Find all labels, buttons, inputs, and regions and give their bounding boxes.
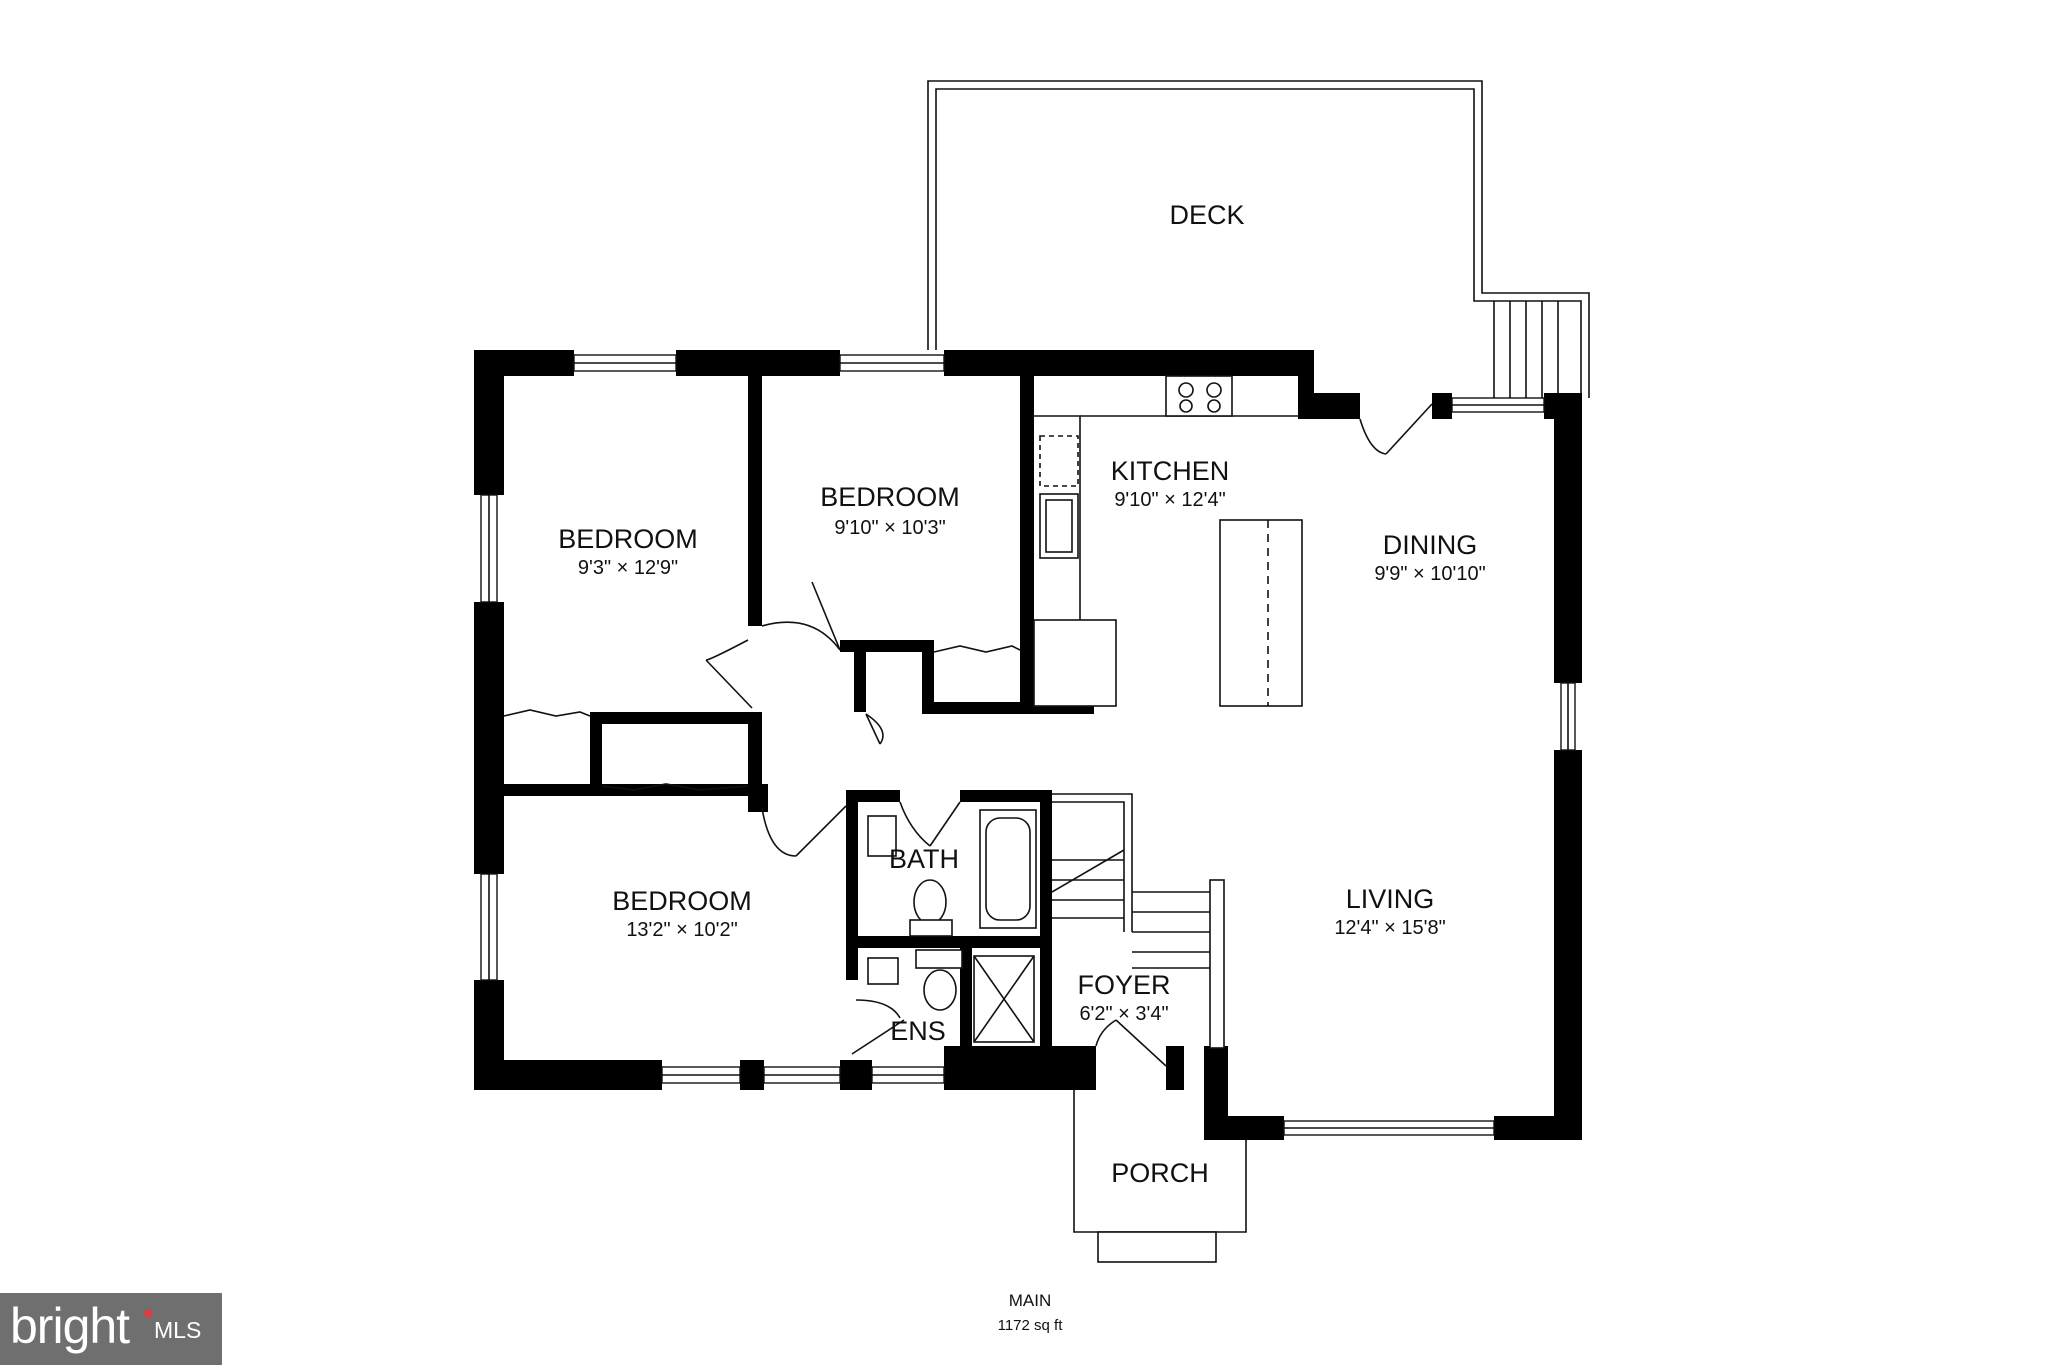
kitchen-dims: 9'10" × 12'4": [1114, 489, 1225, 511]
windows: [480, 354, 1576, 1136]
living-label: LIVING: [1346, 884, 1435, 914]
living-dims: 12'4" × 15'8": [1334, 917, 1445, 939]
logo-dot-icon: [144, 1309, 152, 1317]
bedroom-n-dims: 9'10" × 10'3": [834, 517, 945, 539]
porch-label: PORCH: [1111, 1158, 1209, 1188]
stairs: [1051, 793, 1225, 1049]
bedroom-nw-dims: 9'3" × 12'9": [578, 557, 678, 579]
room-labels: DECK KITCHEN 9'10" × 12'4" DINING 9'9" ×…: [558, 200, 1485, 1188]
foyer-label: FOYER: [1077, 970, 1170, 1000]
dining-label: DINING: [1383, 530, 1478, 560]
logo-suffix: MLS: [154, 1317, 202, 1343]
doors: [705, 403, 1433, 1067]
foyer-dims: 6'2" × 3'4": [1079, 1003, 1168, 1025]
bath-label: BATH: [889, 844, 959, 874]
floor-area: 1172 sq ft: [998, 1317, 1064, 1334]
closet-doors: [503, 645, 1021, 791]
kitchen-label: KITCHEN: [1111, 456, 1230, 486]
logo-brand: bright: [10, 1298, 130, 1354]
deck-label: DECK: [1169, 200, 1244, 230]
interior-walls: [504, 376, 1094, 1048]
bedroom-sw-dims: 13'2" × 10'2": [626, 919, 737, 941]
bedroom-sw-label: BEDROOM: [612, 886, 752, 916]
ens-label: ENS: [890, 1016, 946, 1046]
kitchen-fixtures: [1033, 375, 1303, 707]
floor-title: MAIN: [1009, 1291, 1052, 1310]
exterior-walls: [474, 350, 1582, 1140]
deck-outline: [927, 80, 1590, 398]
porch-outline: [1073, 1090, 1247, 1263]
bedroom-nw-label: BEDROOM: [558, 524, 698, 554]
bath-fixtures: [867, 809, 1037, 1043]
bedroom-n-label: BEDROOM: [820, 482, 960, 512]
dining-dims: 9'9" × 10'10": [1374, 563, 1485, 585]
bright-mls-logo: bright MLS: [0, 1293, 222, 1365]
